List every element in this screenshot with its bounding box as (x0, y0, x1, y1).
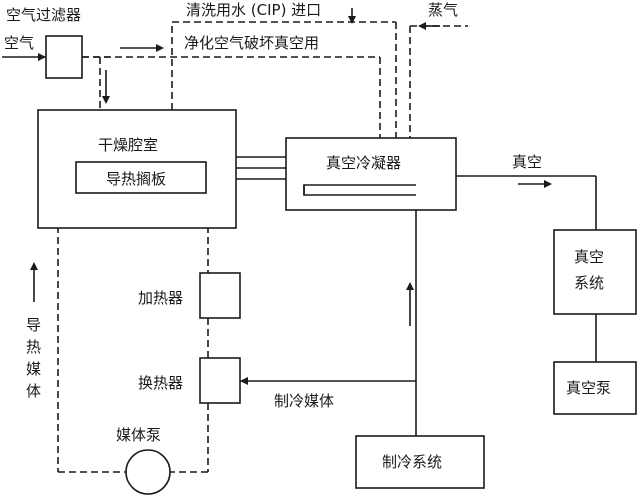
refrigerant-label: 制冷媒体 (274, 392, 334, 410)
heat-shelf-label: 导热搁板 (106, 170, 166, 188)
heat-medium-char-4: 体 (26, 382, 41, 400)
purified-air-arrow-head (156, 44, 164, 52)
vacuum-condenser-box (285, 137, 457, 211)
refrigerant-up-arrow-head (406, 282, 414, 290)
air-filter-label: 空气过滤器 (6, 6, 81, 24)
air-filter-box (45, 35, 83, 79)
steam-label: 蒸气 (428, 1, 458, 19)
medium-pump-icon (125, 449, 171, 495)
vacuum-system-label-2: 系统 (574, 274, 604, 292)
vacuum-label: 真空 (512, 153, 542, 171)
refrigerant-arrow-head (240, 377, 248, 385)
air-inlet-arrow (38, 53, 46, 61)
air-label: 空气 (4, 34, 34, 52)
steam-arrow-head (418, 22, 426, 30)
heat-medium-arrow-head (30, 262, 38, 270)
heat-medium-char-1: 导 (26, 316, 41, 334)
drying-chamber-label: 干燥腔室 (98, 136, 158, 154)
heater-label: 加热器 (138, 289, 183, 307)
refrigeration-system-label: 制冷系统 (382, 453, 442, 471)
vacuum-system-label-1: 真空 (574, 248, 604, 266)
refrigeration-system-box (355, 435, 485, 489)
medium-pump-label: 媒体泵 (116, 426, 161, 444)
filter-down-arrow-head (102, 96, 110, 104)
vacuum-pump-box (553, 361, 637, 415)
vacuum-arrow-head (544, 180, 552, 188)
heat-exchanger-label: 换热器 (138, 374, 183, 392)
vacuum-pump-label: 真空泵 (566, 379, 611, 397)
vacuum-system-box (553, 229, 637, 315)
vacuum-condenser-label: 真空冷凝器 (326, 154, 401, 172)
heater-box (199, 272, 241, 319)
heat-medium-char-2: 热 (26, 338, 41, 356)
heat-medium-char-3: 媒 (26, 360, 41, 378)
cip-inlet-label: 清洗用水 (CIP) 进口 (186, 1, 321, 19)
heat-exchanger-box (199, 357, 241, 404)
cip-arrow-head (348, 16, 356, 24)
heat-shelf-box (75, 161, 207, 194)
purified-air-label: 净化空气破坏真空用 (184, 34, 319, 52)
